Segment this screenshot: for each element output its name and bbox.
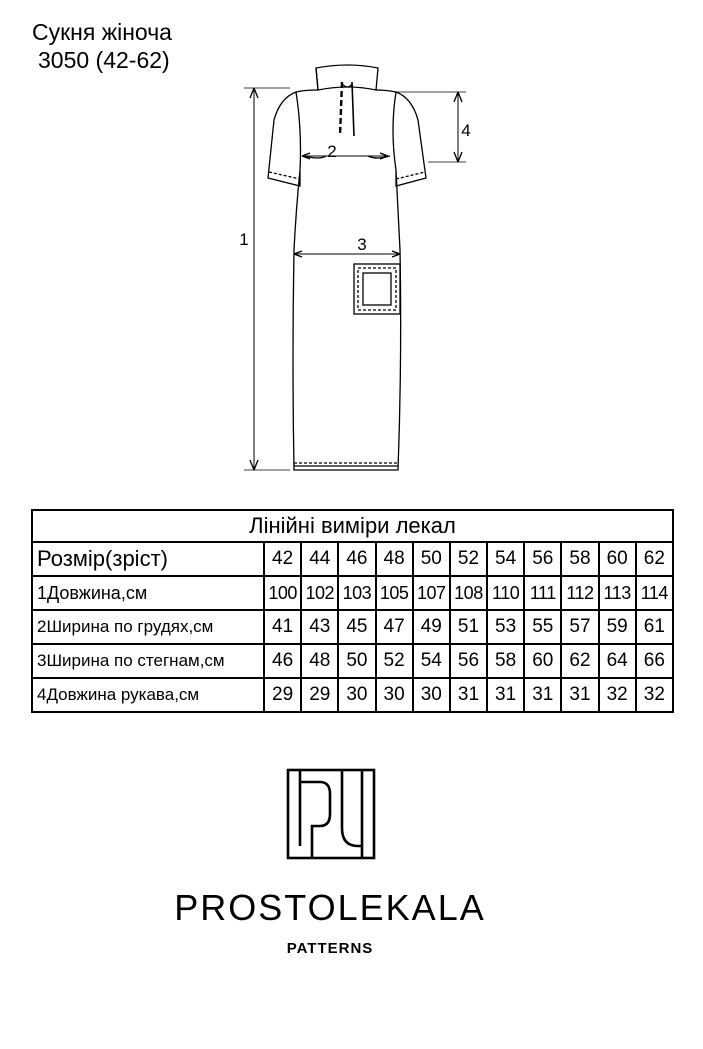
value-cell: 31 — [523, 677, 563, 713]
value-cell: 113 — [597, 575, 637, 611]
row-label: 2Ширина по грудях,см — [31, 609, 265, 645]
row-label: 4Довжина рукава,см — [31, 677, 265, 713]
table-heading: Лінійні виміри лекал — [31, 509, 674, 543]
value-cell: 32 — [634, 677, 675, 713]
value-cell: 102 — [300, 575, 340, 611]
value-cell: 43 — [300, 609, 340, 645]
row-label: 1Довжина,см — [31, 575, 265, 611]
size-cell: 58 — [560, 541, 600, 577]
size-cell: 44 — [300, 541, 340, 577]
value-cell: 114 — [634, 575, 675, 611]
value-cell: 103 — [337, 575, 377, 611]
table-row-sleeve-length: 4Довжина рукава,см 29 29 30 30 30 31 31 … — [31, 677, 675, 713]
value-cell: 53 — [486, 609, 526, 645]
value-cell: 51 — [448, 609, 489, 645]
size-cell: 50 — [411, 541, 451, 577]
value-cell: 31 — [448, 677, 489, 713]
title-line-2: 3050 (42-62) — [38, 47, 170, 73]
title-line-1: Сукня жіноча — [32, 19, 172, 45]
value-cell: 30 — [411, 677, 451, 713]
brand-subtitle: PATTERNS — [286, 940, 374, 957]
value-cell: 46 — [262, 643, 303, 679]
size-cell: 52 — [448, 541, 489, 577]
value-cell: 49 — [411, 609, 451, 645]
size-label: Розмір(зріст) — [31, 541, 265, 577]
brand-logo-icon — [286, 768, 376, 860]
size-cell: 42 — [262, 541, 303, 577]
brand-name: PROSTOLEKALA — [174, 887, 486, 928]
value-cell: 107 — [411, 575, 451, 611]
value-cell: 29 — [300, 677, 340, 713]
size-cell: 60 — [597, 541, 637, 577]
value-cell: 30 — [374, 677, 414, 713]
value-cell: 64 — [597, 643, 637, 679]
value-cell: 66 — [634, 643, 675, 679]
size-cell: 62 — [634, 541, 675, 577]
table-row-sizes: Розмір(зріст) 42 44 46 48 50 52 54 56 58… — [31, 541, 675, 577]
value-cell: 45 — [337, 609, 377, 645]
value-cell: 47 — [374, 609, 414, 645]
value-cell: 112 — [560, 575, 600, 611]
value-cell: 30 — [337, 677, 377, 713]
size-cell: 54 — [486, 541, 526, 577]
value-cell: 56 — [448, 643, 489, 679]
value-cell: 110 — [486, 575, 526, 611]
row-label: 3Ширина по стегнам,см — [31, 643, 265, 679]
value-cell: 105 — [374, 575, 414, 611]
document-title: Сукня жіноча 3050 (42-62) — [32, 18, 172, 74]
value-cell: 100 — [262, 575, 303, 611]
size-cell: 56 — [523, 541, 563, 577]
dimension-label-3: 3 — [357, 235, 366, 254]
value-cell: 32 — [597, 677, 637, 713]
value-cell: 54 — [411, 643, 451, 679]
table-row-hip-width: 3Ширина по стегнам,см 46 48 50 52 54 56 … — [31, 643, 675, 679]
value-cell: 60 — [523, 643, 563, 679]
value-cell: 31 — [560, 677, 600, 713]
table-row-length: 1Довжина,см 100 102 103 105 107 108 110 … — [31, 575, 675, 611]
table-row-bust-width: 2Ширина по грудях,см 41 43 45 47 49 51 5… — [31, 609, 675, 645]
value-cell: 57 — [560, 609, 600, 645]
dimension-label-4: 4 — [461, 121, 470, 140]
size-cell: 48 — [374, 541, 414, 577]
value-cell: 52 — [374, 643, 414, 679]
value-cell: 29 — [262, 677, 303, 713]
value-cell: 50 — [337, 643, 377, 679]
size-cell: 46 — [337, 541, 377, 577]
value-cell: 41 — [262, 609, 303, 645]
dress-sketch: 1 2 3 4 — [239, 64, 471, 471]
value-cell: 55 — [523, 609, 563, 645]
measurements-table: Лінійні виміри лекал Розмір(зріст) 42 44… — [31, 509, 675, 713]
value-cell: 58 — [486, 643, 526, 679]
dimension-label-2: 2 — [327, 142, 336, 161]
value-cell: 108 — [448, 575, 489, 611]
value-cell: 48 — [300, 643, 340, 679]
dimension-label-1: 1 — [239, 230, 248, 249]
value-cell: 111 — [523, 575, 563, 611]
value-cell: 62 — [560, 643, 600, 679]
value-cell: 31 — [486, 677, 526, 713]
value-cell: 59 — [597, 609, 637, 645]
value-cell: 61 — [634, 609, 675, 645]
